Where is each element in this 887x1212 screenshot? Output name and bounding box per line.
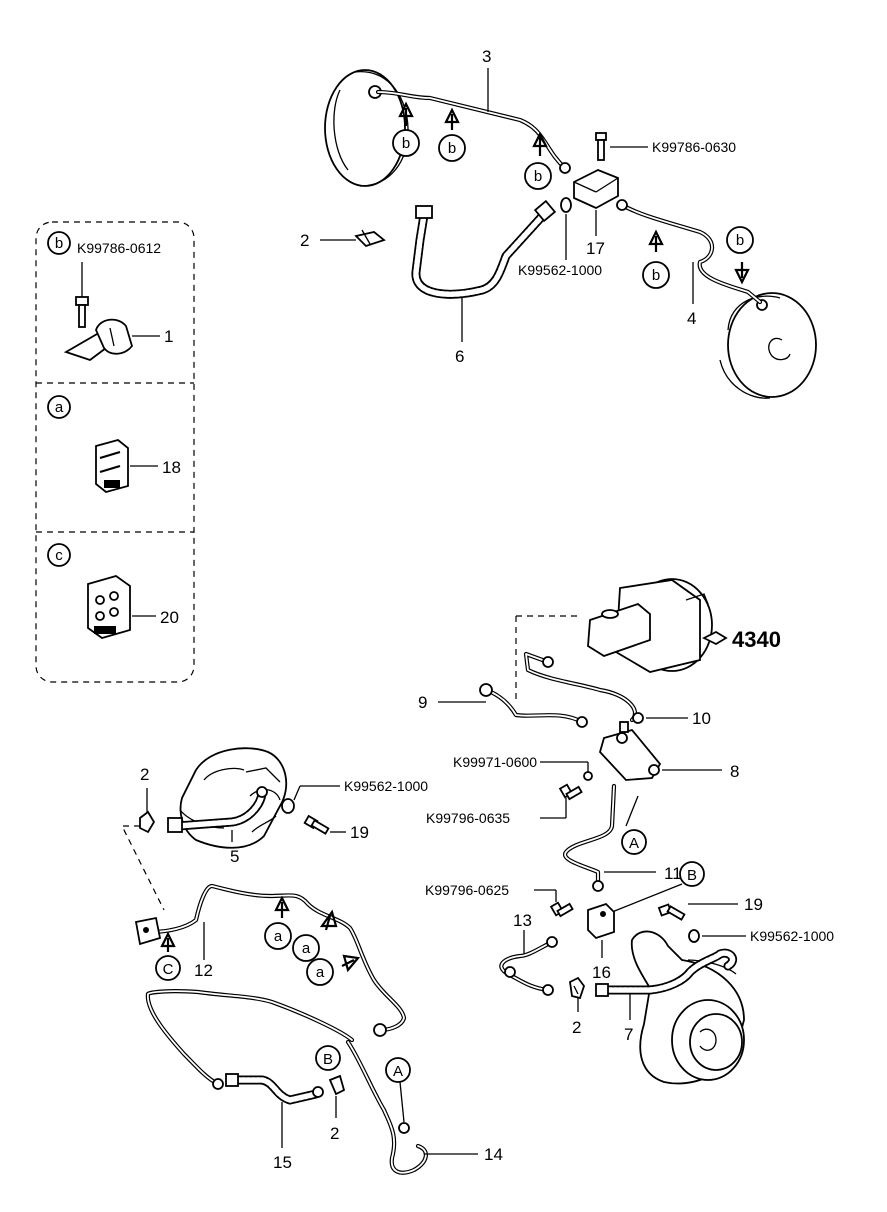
marker-b: b (438, 107, 466, 162)
clip-icon (354, 229, 386, 248)
bolt-icon (657, 903, 686, 921)
clip-icon (134, 916, 162, 946)
part-number-k99786-0612: K99786-0612 (77, 240, 161, 256)
bolt-icon (303, 814, 330, 835)
marker-C: C (155, 931, 181, 981)
callout-9: 9 (418, 693, 427, 712)
proportioning-valve (598, 721, 662, 781)
callout-2-left: 2 (140, 765, 149, 784)
callout-15: 15 (273, 1153, 292, 1172)
washer-icon (560, 197, 572, 213)
callout-12: 12 (194, 961, 213, 980)
legend-section-a: a 18 (47, 395, 181, 493)
callout-2-top: 2 (300, 231, 309, 250)
part-number-k99796-0635: K99796-0635 (426, 810, 510, 826)
callout-6: 6 (455, 347, 464, 366)
marker-a: a (306, 909, 361, 986)
legend-box: b K99786-0612 1 a (35, 221, 195, 683)
clip-icon (328, 1074, 346, 1096)
svg-text:b: b (448, 140, 456, 157)
marker-c-label: c (55, 547, 63, 564)
callout-3: 3 (482, 47, 491, 66)
bolt-icon (595, 132, 607, 161)
callout-20: 20 (160, 608, 179, 627)
legend-section-b: b K99786-0612 1 (47, 231, 173, 362)
callout-11: 11 (664, 864, 682, 883)
svg-text:b: b (534, 168, 542, 185)
marker-A: A (385, 1057, 411, 1083)
callout-2-bottom: 2 (330, 1124, 339, 1143)
callout-2-right: 2 (572, 1018, 581, 1037)
part-number-k99562-1000-right: K99562-1000 (750, 928, 834, 944)
master-cylinder-assembly: 4340 9 10 8 K99971-0600 (418, 578, 781, 892)
svg-text:b: b (402, 135, 410, 152)
callout-14: 14 (484, 1145, 503, 1164)
callout-19-left: 19 (350, 823, 369, 842)
clip-icon (139, 810, 156, 834)
part-number-k99562-1000-left: K99562-1000 (344, 778, 428, 794)
marker-B: B (315, 1045, 341, 1071)
clip-single-icon (95, 439, 129, 493)
svg-text:b: b (736, 232, 744, 249)
svg-text:B: B (323, 1051, 333, 1068)
reference-4340: 4340 (732, 627, 781, 652)
clip-double-icon (87, 575, 131, 639)
front-left-knuckle (179, 747, 288, 849)
front-right-knuckle (630, 930, 745, 1085)
three-way-junction (573, 169, 619, 210)
marker-a: a (264, 895, 292, 950)
svg-text:C: C (163, 961, 174, 978)
callout-5: 5 (230, 847, 239, 866)
part-number-k99562-1000-top: K99562-1000 (518, 262, 602, 278)
callout-19-right: 19 (744, 895, 763, 914)
callout-4: 4 (687, 309, 696, 328)
callout-16: 16 (592, 963, 611, 982)
rear-left-drum (324, 69, 409, 187)
front-left-brake-assembly: 5 2 K99562-1000 19 12 (121, 747, 503, 1175)
part-number-k99971-0600: K99971-0600 (453, 754, 537, 770)
clip-icon (569, 976, 586, 1000)
callout-8: 8 (730, 762, 739, 781)
marker-b: b (726, 226, 754, 285)
marker-a: a (292, 934, 320, 962)
clip-bracket-icon (63, 318, 133, 362)
bolt-icon (558, 783, 583, 801)
callout-17: 17 (586, 239, 605, 258)
marker-a-label: a (55, 399, 64, 416)
marker-b: b (524, 131, 552, 190)
part-number-k99786-0630: K99786-0630 (652, 139, 736, 155)
marker-b: b (392, 101, 420, 157)
front-right-brake-assembly: B K99796-0625 16 19 K99562-1000 (425, 861, 834, 1085)
junction-block (587, 902, 615, 940)
rear-brake-assembly: K99786-0630 K99562-1000 17 6 2 3 4 (300, 47, 817, 399)
marker-b-label: b (55, 235, 63, 252)
reference-arrow-icon (701, 630, 728, 646)
legend-section-c: c 20 (47, 543, 179, 639)
bolt-icon (549, 901, 574, 918)
callout-18: 18 (162, 458, 181, 477)
svg-text:a: a (274, 928, 283, 945)
svg-text:B: B (687, 867, 697, 884)
marker-b: b (642, 229, 670, 289)
svg-text:A: A (393, 1063, 403, 1080)
callout-10: 10 (692, 709, 711, 728)
svg-text:a: a (316, 964, 325, 981)
part-number-k99796-0625: K99796-0625 (425, 882, 509, 898)
callout-1: 1 (164, 327, 173, 346)
bolt-icon (75, 296, 89, 328)
callout-13: 13 (513, 911, 532, 930)
marker-A: A (621, 829, 647, 855)
svg-text:b: b (652, 267, 660, 284)
marker-B: B (679, 861, 705, 887)
svg-text:A: A (629, 835, 639, 852)
svg-text:a: a (302, 940, 311, 957)
callout-7: 7 (624, 1025, 633, 1044)
rear-right-drum (719, 292, 817, 399)
